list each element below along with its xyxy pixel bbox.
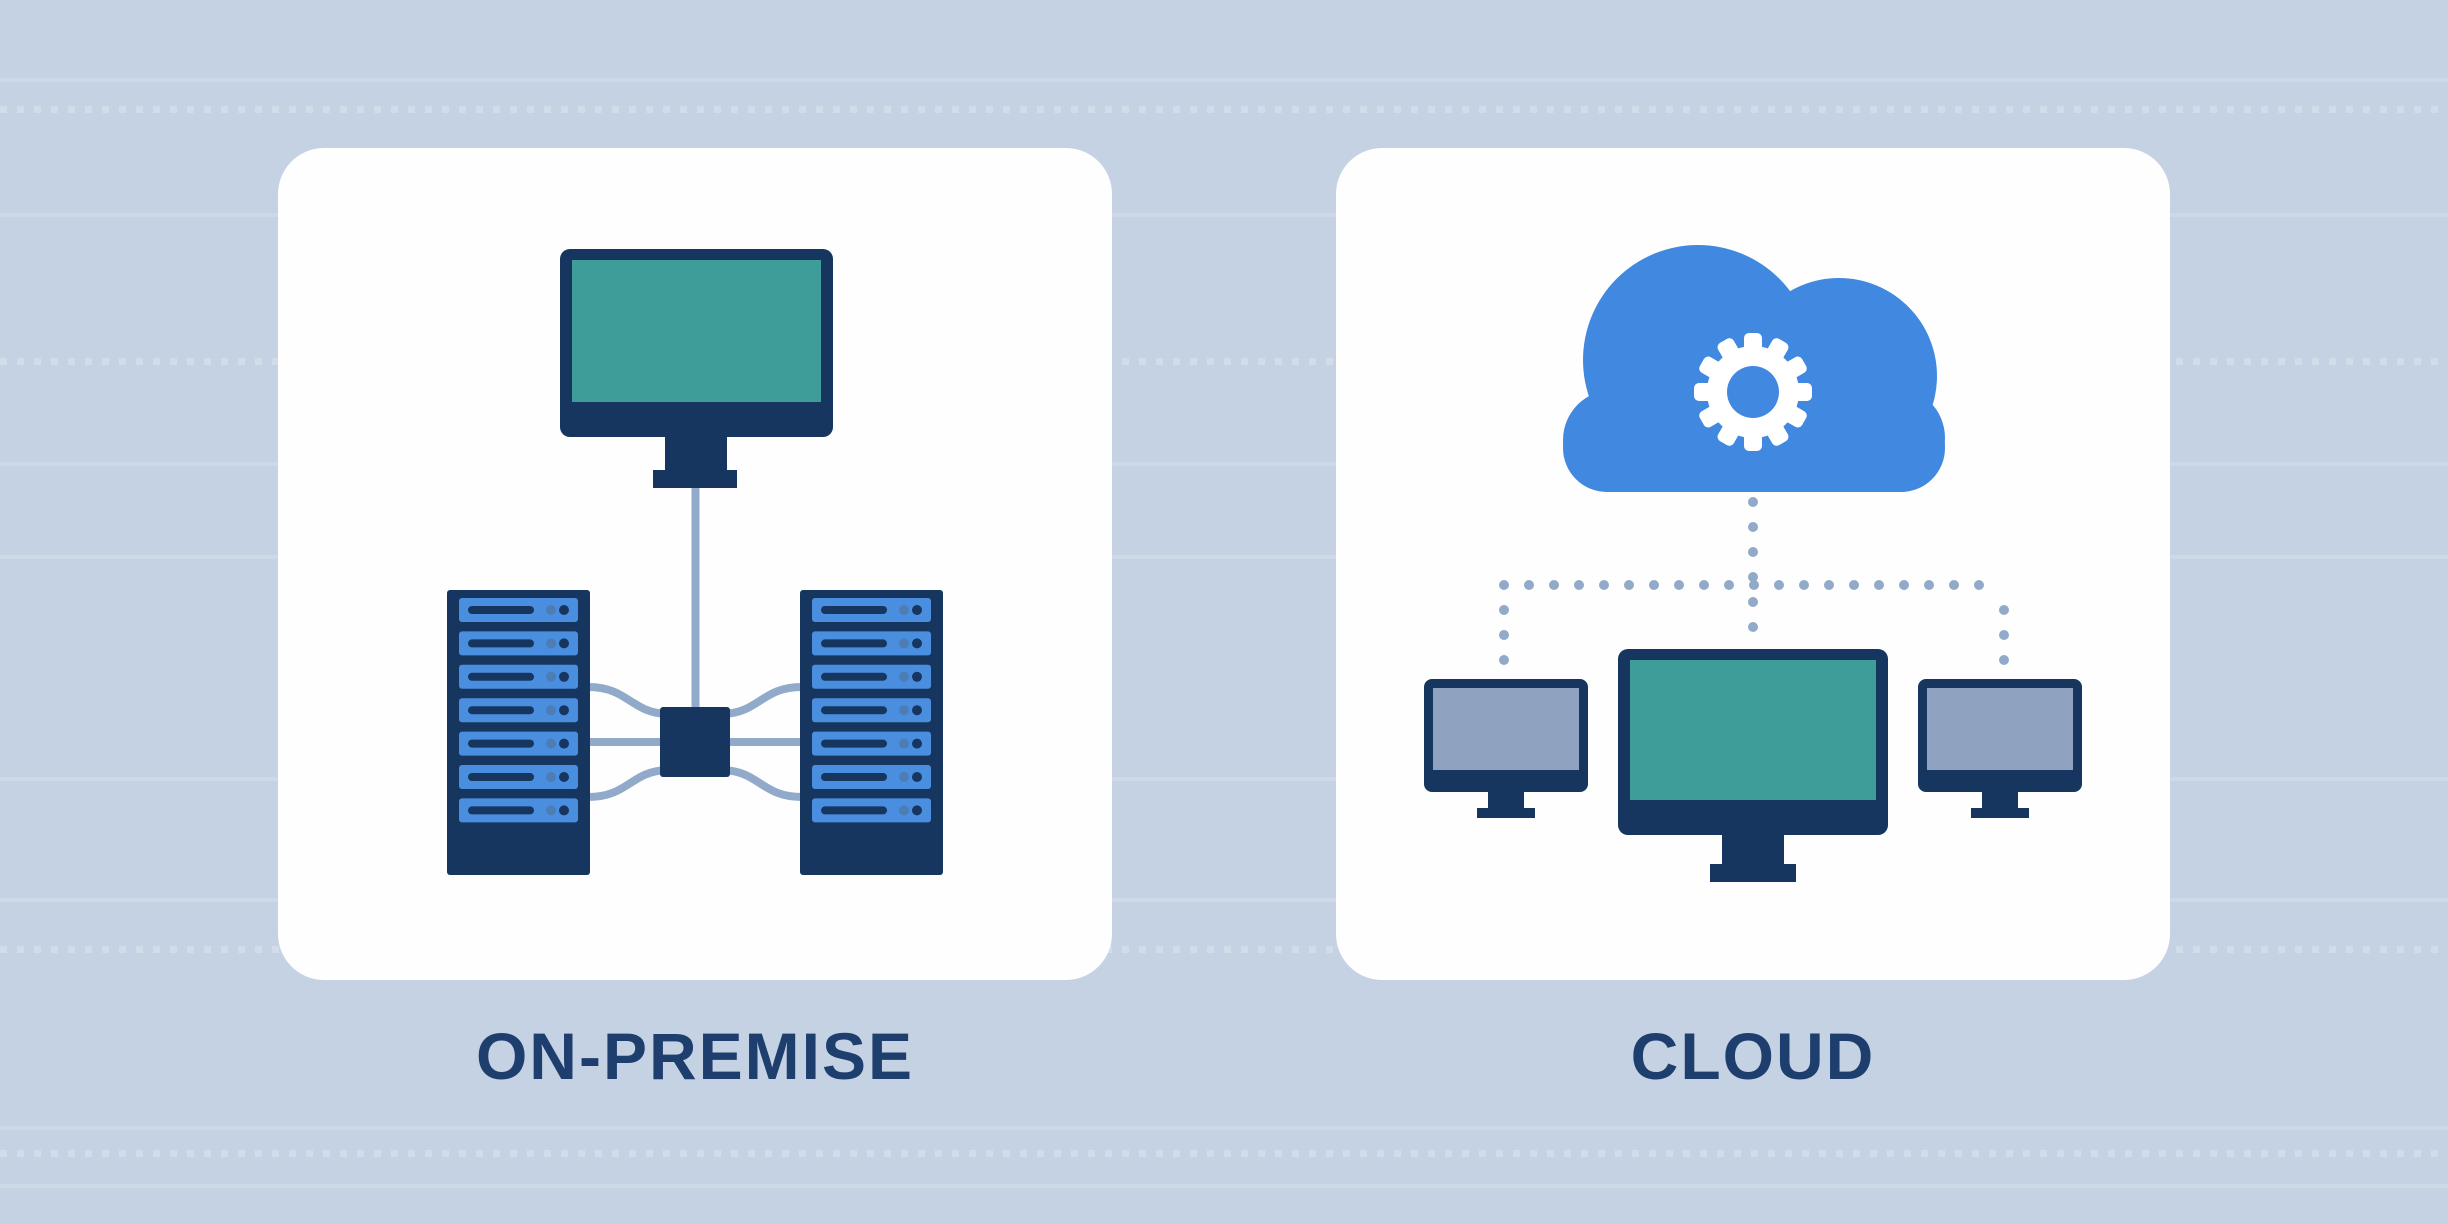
server-slot — [821, 606, 887, 614]
background-stripe — [0, 1184, 2448, 1188]
background-stripe — [0, 213, 2448, 217]
server-led — [559, 638, 569, 649]
dotted-connectors — [1499, 497, 2009, 667]
server-led — [912, 671, 922, 682]
gear-hole — [1727, 366, 1779, 418]
server-led — [912, 605, 922, 615]
monitor-screen — [572, 260, 821, 402]
server-slot — [821, 806, 887, 815]
server-led — [912, 738, 922, 749]
client-monitor-right-icon — [1918, 679, 2082, 818]
server-slot — [821, 773, 887, 781]
monitor-neck — [1982, 792, 2018, 812]
server-led — [559, 738, 569, 749]
server-led — [899, 605, 909, 615]
server-rack-left-icon — [447, 590, 590, 875]
background-stripe — [0, 78, 2448, 82]
server-led — [546, 738, 556, 749]
server-led — [559, 671, 569, 682]
server-led — [912, 805, 922, 816]
card-on-premise — [278, 148, 1112, 980]
server-led — [899, 671, 909, 682]
monitor-screen — [1433, 688, 1579, 770]
server-led — [899, 638, 909, 649]
monitor-base — [653, 470, 737, 488]
server-led — [546, 772, 556, 782]
server-led — [899, 738, 909, 749]
monitor-neck — [665, 437, 727, 475]
monitor-base — [1477, 808, 1535, 818]
background-stripe — [0, 462, 2448, 466]
server-slot — [821, 672, 887, 681]
server-led — [912, 772, 922, 782]
server-led — [559, 605, 569, 615]
server-led — [546, 705, 556, 716]
server-slot — [821, 639, 887, 648]
server-slot — [821, 706, 887, 715]
monitor-base — [1971, 808, 2029, 818]
on-premise-label: ON-PREMISE — [475, 1019, 915, 1093]
server-slot — [468, 773, 534, 781]
background-dotted-stripe — [0, 106, 2448, 113]
monitor-screen — [1927, 688, 2073, 770]
background-stripe — [0, 898, 2448, 902]
background-stripe — [0, 1126, 2448, 1130]
background-dotted-stripe — [0, 1150, 2448, 1157]
network-switch-icon — [660, 707, 730, 777]
server-led — [559, 772, 569, 782]
server-slot — [468, 706, 534, 715]
server-led — [912, 705, 922, 716]
card-cloud — [1336, 148, 2170, 980]
server-led — [899, 705, 909, 716]
server-slot — [468, 739, 534, 748]
server-led — [546, 638, 556, 649]
client-monitor-left-icon — [1424, 679, 1588, 818]
gear-icon — [1694, 333, 1812, 451]
server-slot — [821, 739, 887, 748]
background-dotted-stripe — [0, 946, 2448, 953]
main-monitor-icon — [1618, 649, 1888, 882]
server-led — [912, 638, 922, 649]
rack-units — [812, 598, 931, 823]
server-rack-right-icon — [800, 590, 943, 875]
monitor-base — [1710, 864, 1796, 882]
background-stripe — [0, 555, 2448, 559]
background-stripe — [0, 777, 2448, 781]
server-led — [899, 772, 909, 782]
on-premise-illustration — [447, 249, 943, 875]
server-led — [546, 605, 556, 615]
server-led — [546, 671, 556, 682]
server-slot — [468, 806, 534, 815]
server-slot — [468, 672, 534, 681]
monitor-neck — [1488, 792, 1524, 812]
server-led — [559, 705, 569, 716]
server-led — [559, 805, 569, 816]
server-slot — [468, 606, 534, 614]
background-dotted-stripe — [0, 358, 2448, 365]
cloud-label: CLOUD — [1630, 1019, 1876, 1093]
monitor-screen — [1630, 660, 1876, 800]
monitor-neck — [1722, 835, 1784, 869]
rack-units — [459, 598, 578, 823]
server-led — [899, 805, 909, 816]
server-slot — [468, 639, 534, 648]
desktop-computer-icon — [560, 249, 833, 488]
server-led — [546, 805, 556, 816]
cloud-illustration — [1424, 245, 2082, 882]
